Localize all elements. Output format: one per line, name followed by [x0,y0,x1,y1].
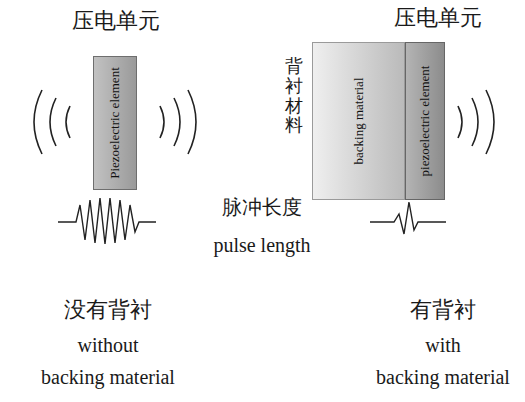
long-pulse [58,198,156,244]
panel-caption: with [425,334,461,356]
panel-caption: 有背衬 [410,298,476,322]
wave-arc [174,98,180,146]
wave-arc [458,106,462,138]
panel-caption: backing material [376,366,510,388]
wave-arc [34,90,42,154]
pulse-caption: 脉冲长度 [222,196,302,218]
element-label: backing material [351,78,365,165]
vertical-label: 背衬材料 [285,57,303,136]
wave-arc [188,90,196,154]
piezo-element: 压电单元piezoelectric element [405,42,445,200]
wave-arc [160,106,164,138]
panel-caption: without [77,334,138,356]
short-pulse [370,202,446,234]
element-title: 压电单元 [72,9,160,33]
wave-arc [472,98,478,146]
wave-arc [486,90,494,154]
panel-caption: 没有背衬 [64,298,152,322]
element-title: 压电单元 [394,6,482,30]
backing-block: 背衬材料backing material [312,42,405,200]
wave-arc [66,106,70,138]
panel-caption: backing material [41,366,175,388]
element-label: Piezoelectric element [108,67,122,179]
element-label: piezoelectric element [418,66,432,177]
pulse-caption: pulse length [213,234,310,256]
wave-arc [50,98,56,146]
piezo-element: 压电单元Piezoelectric element [93,56,137,190]
